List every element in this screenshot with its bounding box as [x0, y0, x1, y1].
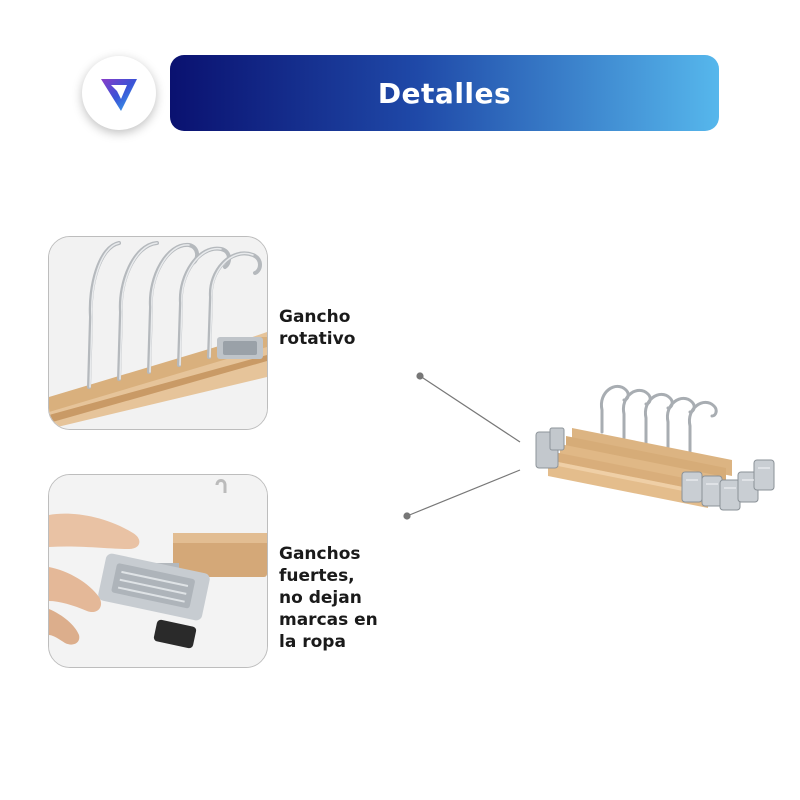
wooden-clip-hangers-icon	[535, 384, 775, 511]
feature-rotating-hook-text: Gancho rotativo	[279, 306, 355, 350]
feature-line: Gancho	[279, 307, 351, 327]
brand-triangle-logo-icon	[101, 79, 137, 111]
connector-line-clip	[406, 469, 521, 517]
feature-line: marcas en	[279, 610, 378, 630]
product-hangers-image	[532, 376, 782, 526]
connector-line-hook	[419, 375, 521, 443]
feature-line: la ropa	[279, 632, 346, 652]
header-banner: Detalles	[170, 55, 719, 131]
feature-line: fuertes,	[279, 566, 355, 586]
feature-line: Ganchos	[279, 544, 361, 564]
strong-clip-photo	[48, 474, 268, 668]
connector-dot-clip	[403, 512, 411, 520]
brand-logo	[82, 56, 156, 130]
feature-line: rotativo	[279, 329, 356, 349]
connector-dot-hook	[416, 372, 424, 380]
strong-clip-illustration	[49, 475, 267, 667]
feature-line: no dejan	[279, 588, 362, 608]
rotating-hook-illustration	[49, 237, 267, 429]
feature-strong-clip-text: Ganchos fuertes, no dejan marcas en la r…	[279, 543, 378, 653]
rotating-hook-photo	[48, 236, 268, 430]
header-title: Detalles	[377, 76, 512, 110]
